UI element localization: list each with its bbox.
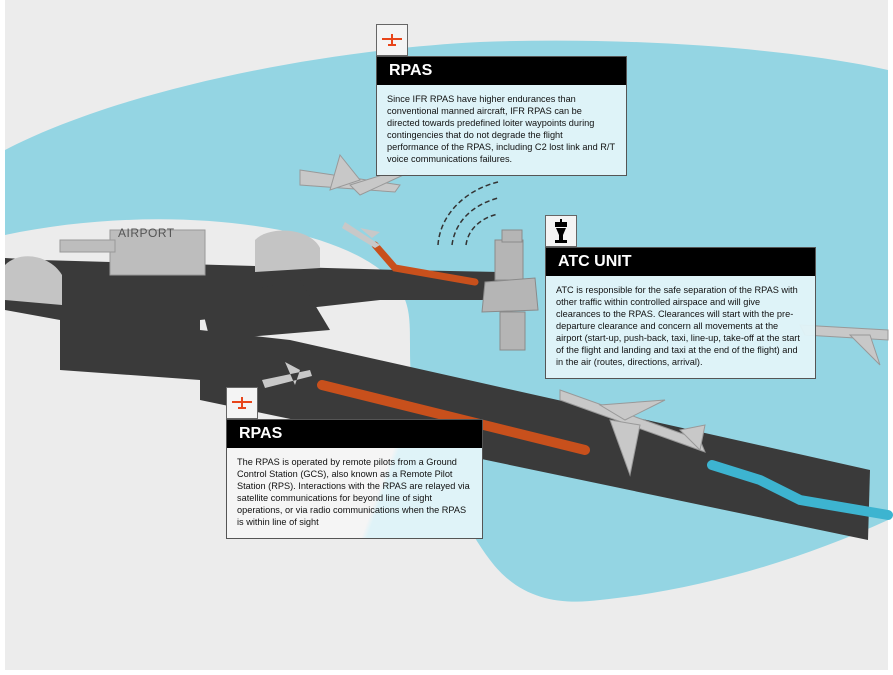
- drone-icon: [226, 387, 258, 419]
- rpas-gcs-callout: RPAS The RPAS is operated by remote pilo…: [226, 419, 483, 539]
- rpas-loiter-callout: RPAS Since IFR RPAS have higher enduranc…: [376, 56, 627, 176]
- hangar-right: [255, 230, 320, 272]
- manned-aircraft-landing: [559, 389, 706, 477]
- callout-body: Since IFR RPAS have higher endurances th…: [377, 85, 626, 175]
- callout-body: ATC is responsible for the safe separati…: [546, 276, 815, 378]
- manned-aircraft-path: [707, 460, 893, 520]
- manned-aircraft-right: [799, 324, 889, 366]
- callout-title: RPAS: [377, 57, 626, 85]
- control-tower-icon: [545, 215, 577, 247]
- taxiway-horizontal: [5, 258, 500, 380]
- callout-title: ATC UNIT: [546, 248, 815, 276]
- rpas-aircraft-climbing: [342, 222, 380, 248]
- airport-terminal: [59, 229, 206, 276]
- taxiway-connector: [200, 280, 330, 340]
- airport-label: AIRPORT: [118, 226, 175, 240]
- control-tower: [481, 229, 539, 351]
- hangar-left: [5, 256, 62, 305]
- drone-icon: [376, 24, 408, 56]
- rpas-aircraft-runway: [262, 362, 312, 388]
- callout-body: The RPAS is operated by remote pilots fr…: [227, 448, 482, 538]
- rpas-taxi-path: [371, 241, 479, 286]
- radio-waves-icon: [437, 181, 499, 246]
- rpas-runway-path: [317, 380, 590, 455]
- atc-unit-callout: ATC UNIT ATC is responsible for the safe…: [545, 247, 816, 379]
- callout-title: RPAS: [227, 420, 482, 448]
